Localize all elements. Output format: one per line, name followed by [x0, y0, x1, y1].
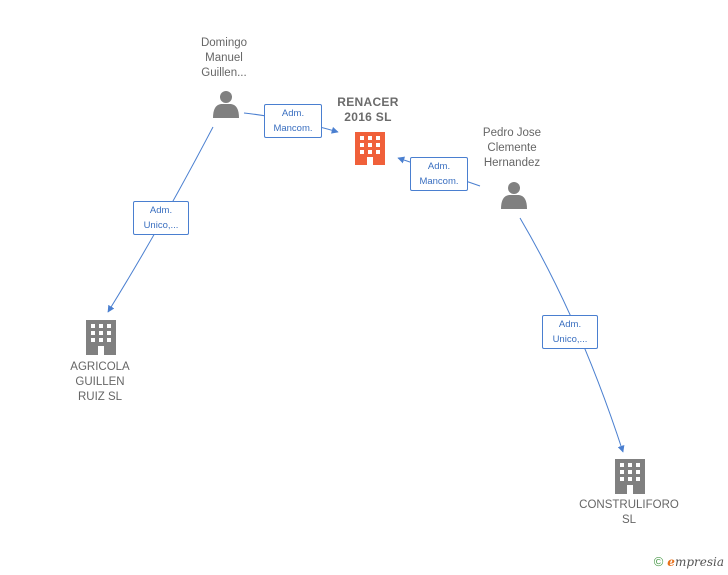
node-label-agricola[interactable]: AGRICOLA GUILLEN RUIZ SL — [70, 361, 130, 403]
brand-name: mpresia — [674, 554, 724, 569]
building-icon-agricola[interactable] — [86, 320, 116, 355]
node-label-construliforo[interactable]: CONSTRULIFORO SL — [579, 499, 679, 526]
person-icon-pedro[interactable] — [501, 182, 527, 209]
building-icon-construliforo[interactable] — [615, 459, 645, 494]
brand-logo[interactable]: empresia — [667, 555, 724, 569]
footer-brand: © empresia — [654, 554, 724, 569]
brand-initial: e — [667, 554, 675, 569]
person-icon-domingo[interactable] — [213, 91, 239, 118]
building-icon-renacer[interactable] — [355, 132, 385, 165]
node-label-pedro[interactable]: Pedro Jose Clemente Hernandez — [482, 127, 542, 169]
edge-label-domingo-renacer: Adm. Mancom. — [264, 104, 322, 138]
edge-label-pedro-renacer: Adm. Mancom. — [410, 157, 468, 191]
node-label-domingo[interactable]: Domingo Manuel Guillen... — [200, 37, 248, 79]
edge-label-domingo-agricola: Adm. Unico,... — [133, 201, 189, 235]
node-label-renacer[interactable]: RENACER 2016 SL — [337, 95, 399, 124]
copyright-icon: © — [653, 554, 664, 569]
edge-label-pedro-construliforo: Adm. Unico,... — [542, 315, 598, 349]
